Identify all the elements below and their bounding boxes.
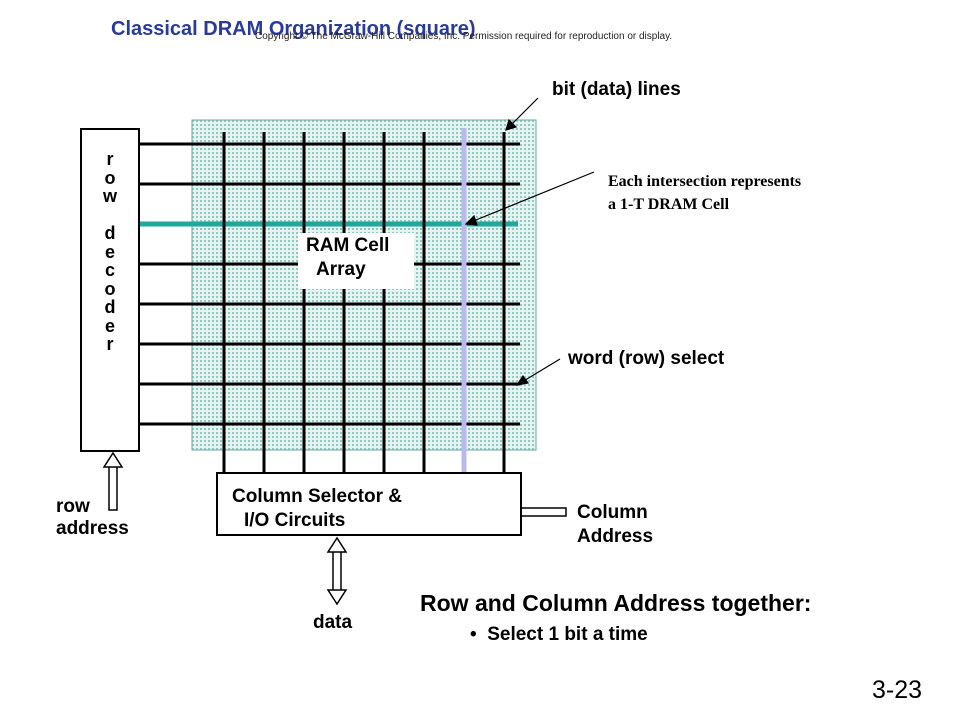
row-address-label-line1: row xyxy=(56,496,90,517)
word-select-arrowhead xyxy=(515,374,530,386)
row-address-arrow xyxy=(102,451,124,511)
column-selector-label-line2: I/O Circuits xyxy=(244,510,346,531)
summary-bullet-text: Select 1 bit a time xyxy=(487,624,648,645)
summary-heading: Row and Column Address together: xyxy=(420,590,812,616)
row-decoder-letter: o xyxy=(104,167,116,188)
ram-cell-array-label: RAM Cell Array xyxy=(298,233,414,289)
slide-number: 3-23 xyxy=(872,676,923,704)
column-selector-box: Column Selector & I/O Circuits xyxy=(216,472,522,536)
row-decoder-letter: w xyxy=(102,186,117,206)
bit-lines-arrowhead xyxy=(505,118,518,131)
intersection-note-line1: Each intersection represents xyxy=(608,173,802,190)
bit-lines-label: bit (data) lines xyxy=(552,79,681,100)
column-address-label-line1: Column xyxy=(577,502,648,523)
row-decoder-letter: r xyxy=(106,149,114,169)
data-label: data xyxy=(313,612,353,633)
row-decoder-letter xyxy=(82,206,138,225)
column-selector-label-line1: Column Selector & xyxy=(232,486,402,507)
column-address-label-line2: Address xyxy=(577,526,654,547)
bit-lines xyxy=(222,132,506,472)
word-select-pointer xyxy=(521,358,561,383)
row-decoder-letter: c xyxy=(104,260,115,280)
ram-cell-label-line2: Array xyxy=(316,259,366,280)
intersection-note-line2: a 1-T DRAM Cell xyxy=(608,196,730,213)
data-arrow xyxy=(326,536,348,606)
row-decoder-letter: e xyxy=(104,315,115,336)
intersection-arrowhead xyxy=(464,214,478,226)
row-decoder-letter: r xyxy=(106,334,114,354)
row-address-label-line2: address xyxy=(56,518,129,539)
row-decoder-letter: o xyxy=(104,278,116,299)
summary-bullet: • Select 1 bit a time xyxy=(470,624,648,646)
ram-cell-label-line1: RAM Cell xyxy=(306,235,390,256)
intersection-pointer xyxy=(470,171,595,223)
pointer-arrows xyxy=(464,97,595,386)
bullet-dot: • xyxy=(470,624,488,645)
word-select-label: word (row) select xyxy=(568,348,725,369)
copyright-notice: Copyright © The McGraw-Hill Companies, I… xyxy=(255,31,673,42)
slide-title: Classical DRAM Organization (square) xyxy=(111,18,476,40)
row-decoder-letter: d xyxy=(104,223,116,243)
bit-lines-pointer xyxy=(509,97,539,127)
row-decoder-letter: e xyxy=(104,241,115,262)
row-decoder-letter: d xyxy=(104,297,116,317)
